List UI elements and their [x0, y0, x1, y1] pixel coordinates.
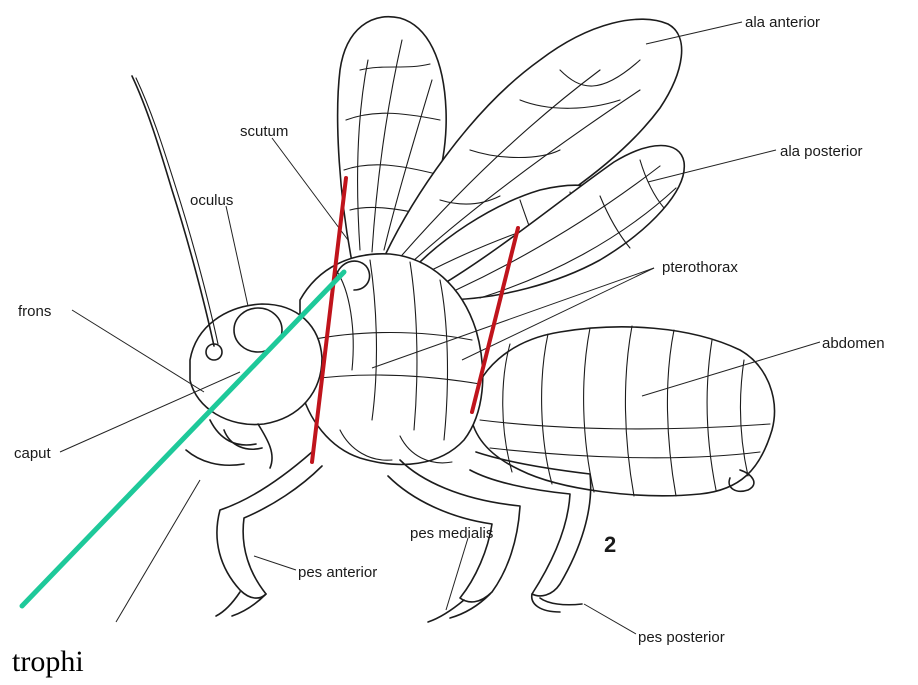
label-trophi: trophi [12, 645, 84, 678]
label-pes-posterior: pes posterior [638, 629, 725, 646]
label-pes-anterior: pes anterior [298, 564, 377, 581]
head [186, 304, 322, 468]
legs [216, 452, 591, 622]
label-pes-medialis: pes medialis [410, 525, 493, 542]
label-scutum: scutum [240, 123, 288, 140]
label-pterothorax: pterothorax [662, 259, 738, 276]
antenna [132, 76, 214, 346]
figure-number: 2 [604, 532, 616, 557]
label-frons: frons [18, 303, 51, 320]
label-oculus: oculus [190, 192, 233, 209]
head-axis-line [22, 272, 344, 606]
abdomen-body [470, 326, 774, 496]
label-abdomen: abdomen [822, 335, 885, 352]
label-caput: caput [14, 445, 52, 462]
label-ala-anterior: ala anterior [745, 14, 820, 31]
label-ala-posterior: ala posterior [780, 143, 863, 160]
